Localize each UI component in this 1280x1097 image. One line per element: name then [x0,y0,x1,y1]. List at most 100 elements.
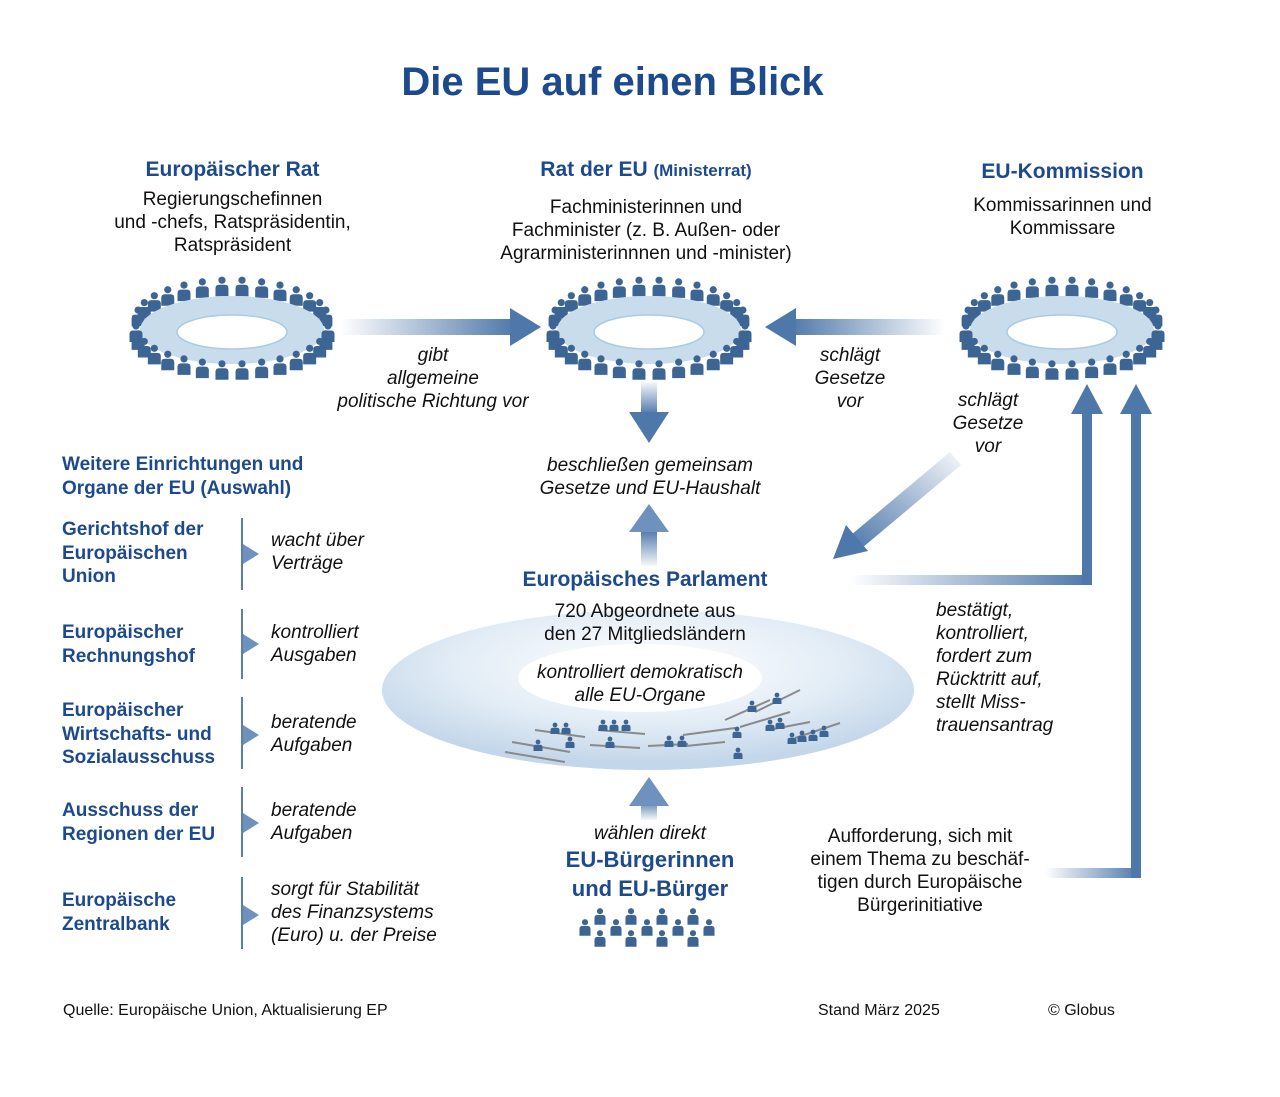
arrow-commission-to-council-eu [765,308,945,346]
person-icon [672,278,686,298]
person-icon [273,281,287,302]
person-icon [564,292,578,312]
triangle-pointer-icon [243,725,259,745]
triangle-pointer-icon [243,813,259,833]
parliament-bench [504,751,566,763]
citizen-icon [594,908,606,925]
citizen-icon [656,908,668,925]
council-eu-subtitle: (Ministerrat) [653,161,752,180]
person-icon [1025,278,1039,298]
institution-role: beratende Aufgaben [271,712,357,756]
person-icon [161,286,175,306]
label-general-political-direction: gibt allgemeine politische Richtung vor [337,345,529,412]
institution-name: Gerichtshof der Europäischen Union [62,519,204,587]
institution-name: Europäischer Wirtschafts- und Sozialauss… [62,700,216,768]
divider [241,787,243,857]
parliament-bench [589,744,641,749]
arrow-citizens-initiative-to-commission [1045,384,1152,878]
page-title: Die EU auf einen Blick [401,60,824,104]
parliament-bench [534,729,586,738]
parliament-bench [682,727,736,736]
person-icon [706,286,720,306]
citizen-icon [625,908,637,925]
arrow-parliament-up [629,504,669,566]
person-icon [1045,276,1059,297]
council-eu-description: Fachministerinnen und Fachminister (z. B… [500,197,792,264]
citizen-icon [610,919,622,936]
label-commission-proposes-laws-council: schlägt Gesetze vor [814,345,886,412]
council-eu-block: Rat der EU (Ministerrat) Fachministerinn… [470,158,822,265]
triangle-pointer-icon [243,544,259,564]
commission-block: EU-Kommission Kommissarinnen und Kommiss… [945,160,1180,240]
person-icon [652,276,666,297]
person-icon [215,276,229,297]
parliament-role: kontrolliert demokratisch alle EU-Organe [537,662,743,706]
parliament-bench [767,721,811,731]
citizen-icon [656,930,668,947]
footer-date: Stand März 2025 [818,1002,940,1019]
label-parliament-controls-commission: bestätigt, kontrolliert, fordert zum Rüc… [936,600,1054,736]
institution-name: Europäischer Rechnungshof [62,622,195,667]
institution-name: Ausschuss der Regionen der EU [62,800,216,845]
person-icon [1103,281,1117,302]
parliament-bench [685,741,726,747]
person-icon [1007,281,1021,302]
citizen-icon [687,930,699,947]
person-icon [1085,278,1099,298]
citizen-icon [579,919,591,936]
person-icon [578,286,592,306]
council-eu-title: Rat der EU (Ministerrat) [540,158,752,181]
citizen-icon [703,919,715,936]
other-institutions-heading: Weitere Einrichtungen und Organe der EU … [62,454,304,499]
citizen-icon [641,919,653,936]
european-council-table-icon [129,276,335,380]
divider [241,518,243,590]
european-council-description: Regierungschefinnen und -chefs, Ratspräs… [114,189,351,256]
person-icon [632,276,646,297]
divider [241,609,243,679]
parliament-hemicycle-icon [382,610,914,770]
triangle-pointer-icon [243,634,259,654]
commission-table-icon [959,276,1165,380]
citizen-icon [672,919,684,936]
parliament-bench [739,711,791,728]
person-icon [612,278,626,298]
parliament-block: Europäisches Parlament 720 Abgeordnete a… [470,568,820,646]
person-icon [991,286,1005,306]
arrow-commission-to-parliament [833,452,961,559]
commission-description: Kommissarinnen und Kommissare [973,195,1152,239]
triangle-pointer-icon [243,905,259,925]
label-citizens-initiative: Aufforderung, sich mit einem Thema zu be… [810,826,1030,916]
person-icon [235,276,249,297]
institution-role: kontrolliert Ausgaben [271,622,359,666]
person-icon [255,278,269,298]
council-eu-table-icon [546,276,752,380]
arrow-council-to-council-eu [340,308,541,346]
person-icon [195,278,209,298]
european-council-block: Europäischer Rat Regierungschefinnen und… [80,158,385,257]
citizen-icon [594,930,606,947]
parliament-title: Europäisches Parlament [522,568,768,591]
institution-role: beratende Aufgaben [271,800,357,844]
divider [241,697,243,769]
citizen-icon [687,908,699,925]
person-icon [147,292,161,312]
person-icon [1065,276,1079,297]
european-council-title: Europäischer Rat [145,158,320,181]
commission-title: EU-Kommission [981,160,1144,183]
label-joint-decision: beschließen gemeinsam Gesetze und EU-Hau… [539,455,761,499]
institution-role: sorgt für Stabilität des Finanzsystems (… [271,879,437,946]
person-icon [1119,286,1133,306]
citizen-icon [625,930,637,947]
citizens-title: EU-Bürgerinnen und EU-Bürger [565,847,735,901]
label-elect-directly: wählen direkt [594,823,706,844]
crowd-of-people-icon [579,908,715,947]
parliament-bench [794,722,841,739]
person-icon [594,281,608,302]
footer-source: Quelle: Europäische Union, Aktualisierun… [63,1002,388,1019]
arrow-citizens-to-parliament [629,777,669,820]
person-icon [977,292,991,312]
arrow-parliament-to-commission [850,384,1103,585]
person-icon [289,286,303,306]
